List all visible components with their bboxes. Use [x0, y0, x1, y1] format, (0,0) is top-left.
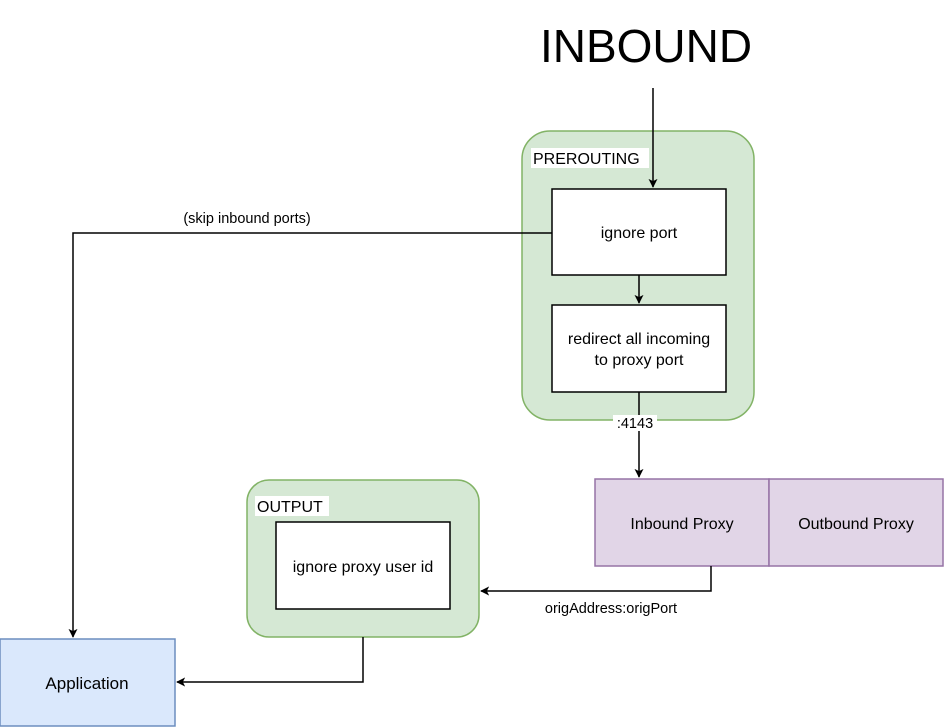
diagram-title: INBOUND [540, 20, 752, 72]
edge-skip-inbound-to-application [68, 232, 552, 638]
ignore-port-box[interactable] [551, 188, 727, 276]
proxy-port-label-bg [613, 415, 657, 431]
output-label-bg [255, 496, 329, 516]
redirect-label-line1: redirect all incoming [568, 331, 710, 348]
prerouting-label: PREROUTING [533, 151, 640, 168]
outbound-proxy-box[interactable] [768, 478, 944, 567]
application-box[interactable] [0, 638, 176, 727]
ignore-port-label: ignore port [601, 225, 678, 242]
output-label: OUTPUT [257, 499, 323, 516]
edge-label-proxy-port: :4143 [617, 416, 653, 432]
inbound-proxy-box[interactable] [594, 478, 770, 567]
redirect-box[interactable] [551, 304, 727, 393]
edge-label-orig-address: origAddress:origPort [545, 601, 677, 617]
edge-label-skip-inbound: (skip inbound ports) [183, 211, 310, 227]
prerouting-label-bg [531, 148, 649, 168]
edge-output-to-application [176, 637, 364, 687]
ignore-proxy-user-box[interactable] [275, 521, 451, 610]
application-label: Application [45, 674, 128, 693]
ignore-proxy-user-label: ignore proxy user id [293, 559, 434, 576]
redirect-label-line2: to proxy port [595, 352, 684, 369]
inbound-proxy-label: Inbound Proxy [630, 516, 733, 533]
outbound-proxy-label: Outbound Proxy [798, 516, 914, 533]
edge-inbound-proxy-to-output [480, 566, 712, 596]
